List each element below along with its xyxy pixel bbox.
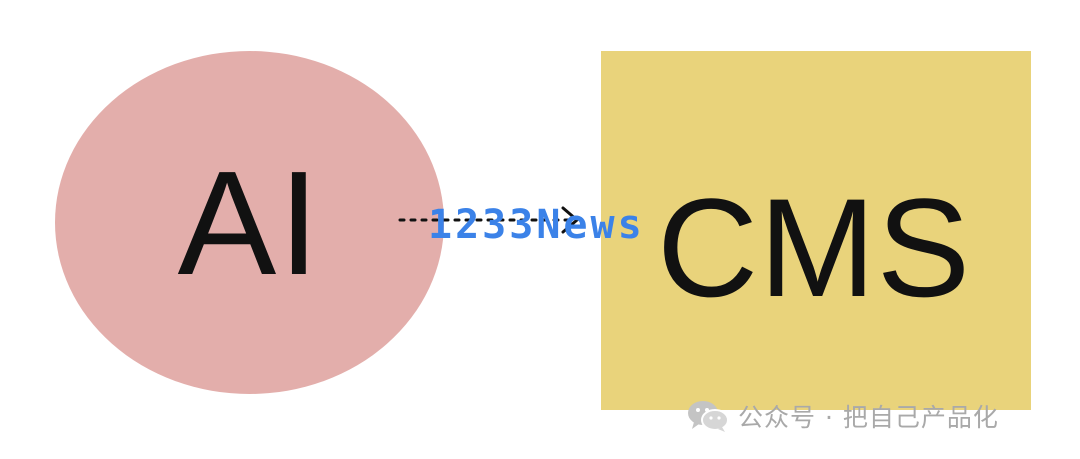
arrowhead-icon [561,206,579,234]
overlay-watermark-text: 1233News [428,202,645,248]
connector-arrow [398,206,579,234]
cms-node-label: CMS [657,169,972,326]
watermark-text: 公众号 · 把自己产品化 [738,403,999,432]
ai-node-label: AI [177,140,322,306]
cms-node [601,51,1031,410]
source-watermark: 公众号 · 把自己产品化 [686,396,999,436]
wechat-icon [688,401,729,432]
ai-node: AI [55,51,444,394]
